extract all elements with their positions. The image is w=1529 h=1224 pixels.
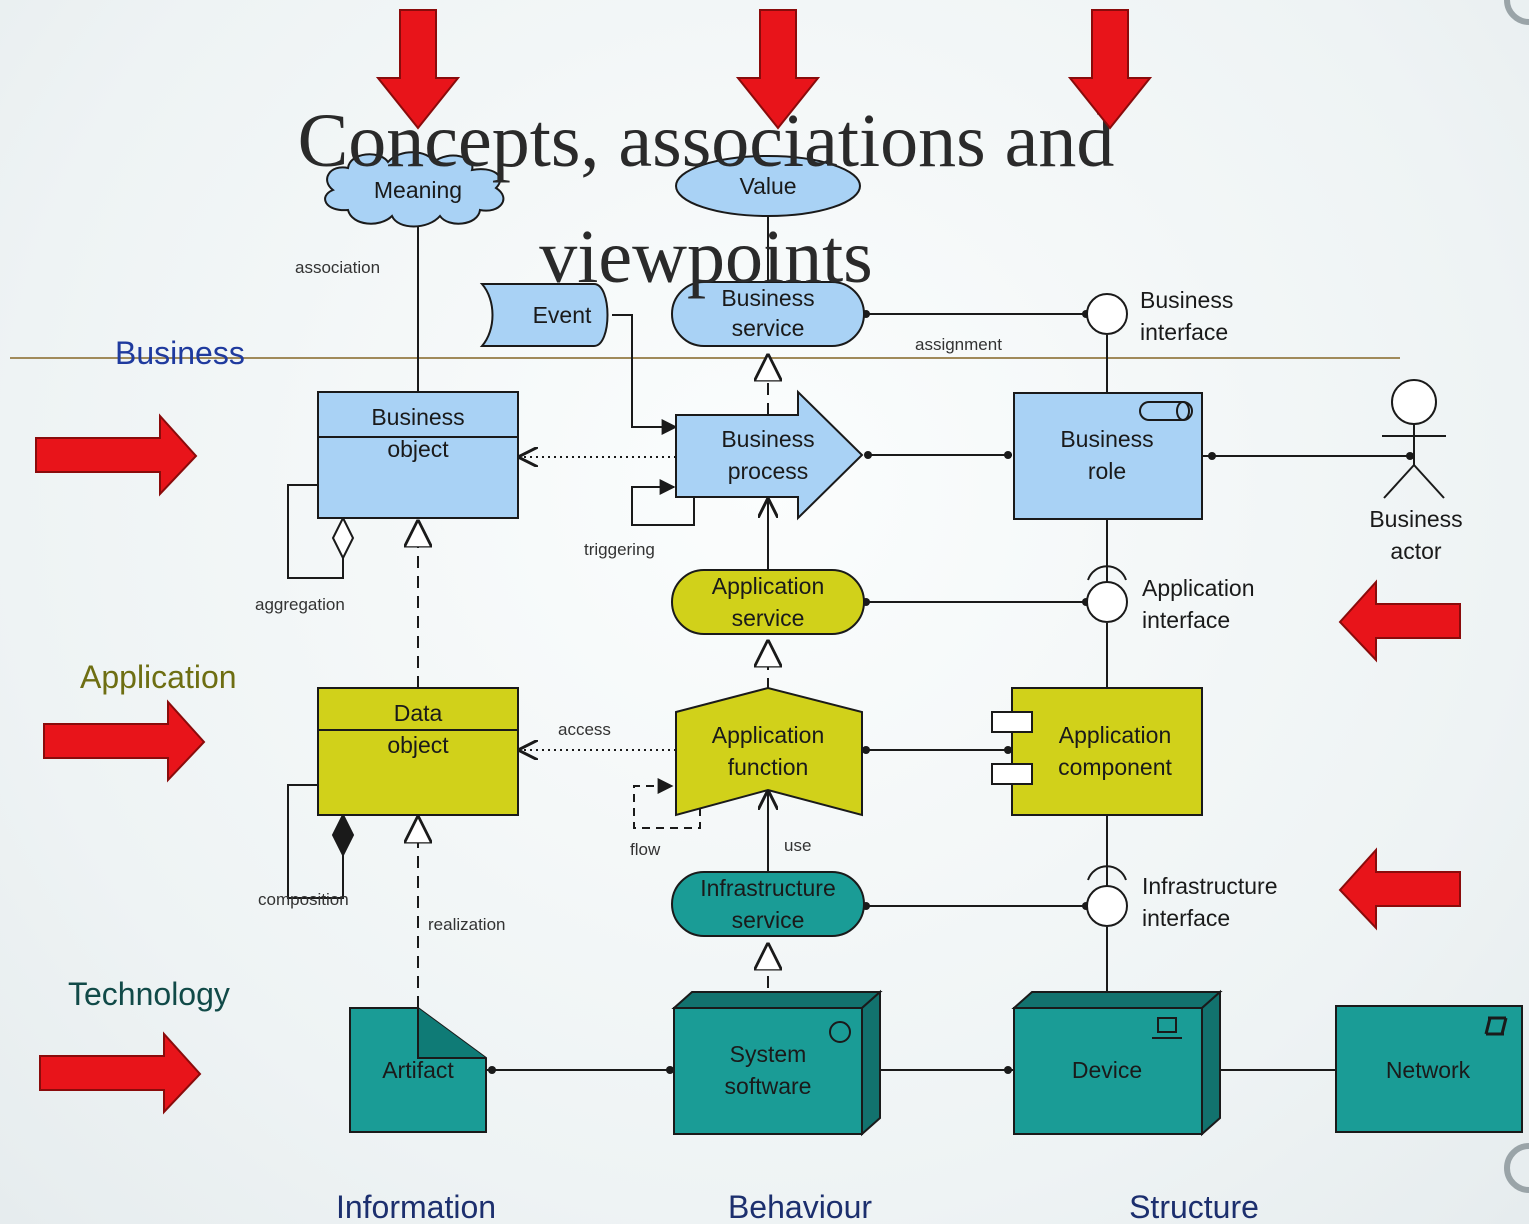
system-software-icon bbox=[829, 1021, 851, 1043]
composition-line bbox=[287, 784, 344, 899]
application-function-label-2: function bbox=[728, 754, 809, 780]
system-software-label-1: System bbox=[730, 1041, 807, 1067]
business-service-label-1: Business bbox=[721, 285, 814, 311]
component-icon bbox=[991, 711, 1033, 733]
business-actor-label-2: actor bbox=[1390, 538, 1441, 564]
corner-decoration-bottom bbox=[1504, 1143, 1529, 1193]
application-interface-label-1: Application bbox=[1142, 575, 1255, 601]
application-component-label-2: component bbox=[1058, 754, 1172, 780]
red-arrow-right-business bbox=[35, 413, 198, 497]
application-service[interactable]: Application service bbox=[671, 569, 865, 635]
label-association: association bbox=[295, 258, 380, 277]
artifact[interactable]: Artifact bbox=[349, 1007, 487, 1133]
slide-title-line-1: Concepts, associations and bbox=[298, 99, 1115, 183]
business-process-label-1: Business bbox=[721, 426, 814, 452]
business-role-label-2: role bbox=[1088, 458, 1126, 484]
flow-line bbox=[633, 778, 701, 829]
data-object-label-1: Data bbox=[394, 700, 443, 726]
network[interactable]: Network bbox=[1335, 1005, 1523, 1133]
business-actor-label-1: Business bbox=[1369, 506, 1462, 532]
application-component-label-1: Application bbox=[1059, 722, 1172, 748]
label-triggering: triggering bbox=[584, 540, 655, 559]
business-role[interactable]: Business role bbox=[1013, 392, 1203, 520]
application-service-label-2: service bbox=[732, 605, 805, 631]
label-access: access bbox=[558, 720, 611, 739]
process-self-trigger bbox=[631, 479, 695, 526]
slide-title-line-2: viewpoints bbox=[539, 215, 873, 299]
network-icon bbox=[1484, 1016, 1508, 1036]
label-flow: flow bbox=[630, 840, 661, 859]
infrastructure-service[interactable]: Infrastructure service bbox=[671, 871, 865, 937]
actor-icon bbox=[1391, 379, 1437, 425]
event-label: Event bbox=[533, 302, 592, 328]
application-service-label-1: Application bbox=[712, 573, 825, 599]
device[interactable]: Device bbox=[1011, 989, 1223, 1137]
business-actor[interactable]: Business actor bbox=[1369, 379, 1463, 564]
red-arrow-right-application bbox=[43, 699, 206, 783]
network-label: Network bbox=[1386, 1057, 1471, 1083]
data-object-label-2: object bbox=[387, 732, 449, 758]
device-label: Device bbox=[1072, 1057, 1142, 1083]
infrastructure-service-label-1: Infrastructure bbox=[700, 875, 836, 901]
red-arrow-left-application-interface bbox=[1338, 579, 1461, 663]
business-service[interactable]: Business service bbox=[671, 281, 865, 347]
value-ellipse[interactable]: Value bbox=[675, 155, 861, 217]
red-arrow-down-behaviour bbox=[735, 9, 821, 130]
layer-label-application: Application bbox=[80, 659, 237, 695]
event-node[interactable]: Event bbox=[479, 283, 609, 347]
label-assignment: assignment bbox=[915, 335, 1002, 354]
application-component[interactable]: Application component bbox=[991, 687, 1203, 816]
system-software-label-2: software bbox=[725, 1073, 812, 1099]
application-function-label-1: Application bbox=[712, 722, 825, 748]
business-interface[interactable]: Business interface bbox=[1086, 287, 1233, 345]
business-process-label-2: process bbox=[728, 458, 809, 484]
value-label: Value bbox=[739, 173, 796, 199]
device-icon bbox=[1157, 1017, 1177, 1033]
corner-decoration-top bbox=[1504, 0, 1529, 25]
layer-label-business: Business bbox=[115, 335, 245, 371]
red-arrow-down-information bbox=[375, 9, 461, 130]
label-use: use bbox=[784, 836, 811, 855]
layer-label-technology: Technology bbox=[68, 976, 230, 1012]
system-software[interactable]: System software bbox=[671, 989, 883, 1137]
meaning-label: Meaning bbox=[374, 177, 462, 203]
event-trigger-line bbox=[612, 314, 678, 435]
business-object[interactable]: Business object bbox=[317, 391, 519, 519]
column-label-structure: Structure bbox=[1129, 1189, 1259, 1224]
red-arrow-down-structure bbox=[1067, 9, 1153, 130]
application-interface[interactable]: Application interface bbox=[1086, 575, 1255, 633]
red-arrow-right-technology bbox=[39, 1031, 202, 1115]
application-function[interactable]: Application function bbox=[675, 686, 863, 817]
infrastructure-service-label-2: service bbox=[732, 907, 805, 933]
label-composition: composition bbox=[258, 890, 349, 909]
infrastructure-interface-label-2: interface bbox=[1142, 905, 1230, 931]
label-aggregation: aggregation bbox=[255, 595, 345, 614]
role-icon bbox=[1139, 401, 1193, 421]
business-role-label-1: Business bbox=[1060, 426, 1153, 452]
meaning-cloud[interactable]: Meaning bbox=[324, 151, 505, 228]
business-service-label-2: service bbox=[732, 315, 805, 341]
label-realization: realization bbox=[428, 915, 506, 934]
business-process[interactable]: Business process bbox=[675, 389, 864, 521]
artifact-label: Artifact bbox=[382, 1057, 454, 1083]
business-interface-label-1: Business bbox=[1140, 287, 1233, 313]
business-object-label-2: object bbox=[387, 436, 449, 462]
infrastructure-interface[interactable]: Infrastructure interface bbox=[1086, 873, 1278, 931]
business-object-label-1: Business bbox=[371, 404, 464, 430]
column-label-information: Information bbox=[336, 1189, 496, 1224]
data-object[interactable]: Data object bbox=[317, 687, 519, 816]
business-interface-label-2: interface bbox=[1140, 319, 1228, 345]
column-label-behaviour: Behaviour bbox=[728, 1189, 872, 1224]
application-interface-label-2: interface bbox=[1142, 607, 1230, 633]
infrastructure-interface-label-1: Infrastructure bbox=[1142, 873, 1278, 899]
red-arrow-left-infrastructure-interface bbox=[1338, 847, 1461, 931]
